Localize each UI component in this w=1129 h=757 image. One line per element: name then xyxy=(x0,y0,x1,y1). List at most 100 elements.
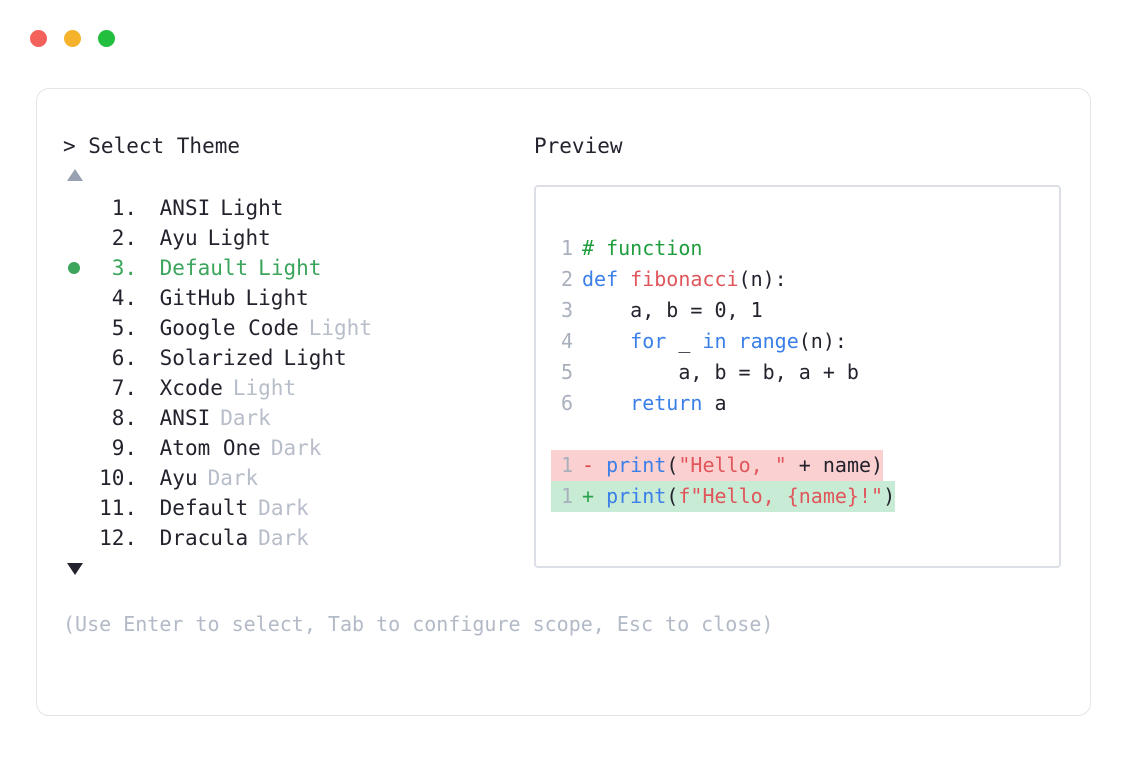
theme-item-spacer xyxy=(137,253,160,283)
theme-item-variant: Light xyxy=(245,286,309,310)
keyboard-hint-text: (Use Enter to select, Tab to configure s… xyxy=(63,612,774,636)
selection-bullet-slot xyxy=(63,523,91,553)
selection-bullet-slot xyxy=(63,283,91,313)
code-line-number: 3 xyxy=(560,298,573,322)
theme-item-index: 9. xyxy=(111,436,137,460)
code-token xyxy=(582,329,630,353)
code-line-number: 5 xyxy=(560,360,573,384)
theme-item-variant: Light xyxy=(308,316,372,340)
theme-item-variant: Dark xyxy=(220,406,271,430)
theme-item-spacer xyxy=(137,403,160,433)
theme-item-variant: Dark xyxy=(258,496,309,520)
theme-list-item[interactable]: 10. Ayu Dark xyxy=(63,463,533,493)
code-line: 5 a, b = b, a + b xyxy=(551,357,895,388)
code-token: _ xyxy=(666,329,703,353)
selection-bullet-slot xyxy=(63,463,91,493)
scroll-down-indicator-icon[interactable] xyxy=(67,563,83,575)
code-token: (n): xyxy=(738,267,787,291)
selected-bullet-icon xyxy=(68,262,80,274)
diff-line-content: print("Hello, " + name) xyxy=(606,450,883,481)
selection-bullet-slot xyxy=(63,223,91,253)
theme-item-spacer xyxy=(137,463,160,493)
code-token: in xyxy=(702,329,739,353)
diff-token: print xyxy=(606,453,667,477)
theme-item-name: Ayu xyxy=(159,466,198,490)
code-blank-line xyxy=(551,419,895,450)
theme-item-index: 5. xyxy=(111,316,137,340)
theme-item-spacer xyxy=(137,433,160,463)
preview-title: Preview xyxy=(534,134,623,158)
theme-item-index: 10. xyxy=(99,466,137,490)
theme-item-variant: Dark xyxy=(207,466,259,490)
theme-item-spacer xyxy=(137,193,160,223)
diff-line-added: 1+ print(f"Hello, {name}!") xyxy=(551,481,896,512)
selection-bullet-slot xyxy=(63,193,91,223)
minimize-window-button[interactable] xyxy=(64,30,81,47)
theme-item-spacer xyxy=(137,523,160,553)
theme-item-index: 8. xyxy=(111,406,137,430)
selection-bullet-slot xyxy=(63,313,91,343)
code-line: 6 return a xyxy=(551,388,895,419)
code-token: for xyxy=(630,329,667,353)
theme-item-name: Ayu xyxy=(159,226,198,250)
code-token: return xyxy=(630,391,703,415)
diff-token: ( xyxy=(666,484,679,508)
theme-item-spacer xyxy=(137,313,160,343)
window-titlebar xyxy=(30,30,115,47)
diff-spacer xyxy=(594,481,606,512)
theme-list-item[interactable]: 11. Default Dark xyxy=(63,493,533,523)
selection-bullet-slot xyxy=(63,493,91,523)
theme-item-index: 11. xyxy=(99,496,137,520)
theme-item-name: Default xyxy=(159,496,249,520)
diff-token: "Hello, " xyxy=(678,453,787,477)
code-token: a, b = b, a + b xyxy=(582,360,859,384)
diff-sign: - xyxy=(582,453,595,477)
theme-item-name: ANSI xyxy=(159,196,211,220)
theme-item-spacer xyxy=(137,493,160,523)
diff-highlight: 1+ print(f"Hello, {name}!") xyxy=(551,481,896,512)
theme-item-variant: Light xyxy=(232,376,297,400)
code-line: 3 a, b = 0, 1 xyxy=(551,295,895,326)
theme-item-variant: Light xyxy=(220,196,284,220)
diff-token: print xyxy=(606,484,667,508)
selection-bullet-slot xyxy=(63,433,91,463)
selection-bullet-slot xyxy=(63,253,91,283)
code-line-content: for _ in range(n): xyxy=(582,326,847,357)
maximize-window-button[interactable] xyxy=(98,30,115,47)
theme-item-name: Dracula xyxy=(159,526,249,550)
theme-item-name: Xcode xyxy=(159,376,223,400)
code-line-content: def fibonacci(n): xyxy=(582,264,787,295)
theme-item-index: 12. xyxy=(99,526,137,550)
close-window-button[interactable] xyxy=(30,30,47,47)
code-token: def xyxy=(582,267,631,291)
theme-item-spacer xyxy=(137,283,160,313)
code-line-content: return a xyxy=(582,388,726,419)
selection-bullet-slot xyxy=(63,373,91,403)
diff-highlight: 1- print("Hello, " + name) xyxy=(551,450,884,481)
code-token: a, b = 0, 1 xyxy=(582,298,763,322)
diff-line-content: print(f"Hello, {name}!") xyxy=(606,481,895,512)
theme-item-variant: Light xyxy=(258,256,322,280)
code-token: range xyxy=(738,329,799,353)
theme-item-name: Default xyxy=(159,256,249,280)
scroll-up-indicator-icon[interactable] xyxy=(67,169,83,181)
code-line-content: a, b = b, a + b xyxy=(582,357,859,388)
theme-item-name: Atom One xyxy=(159,436,261,460)
theme-item-variant: Light xyxy=(283,346,347,370)
diff-line-removed: 1- print("Hello, " + name) xyxy=(551,450,895,481)
